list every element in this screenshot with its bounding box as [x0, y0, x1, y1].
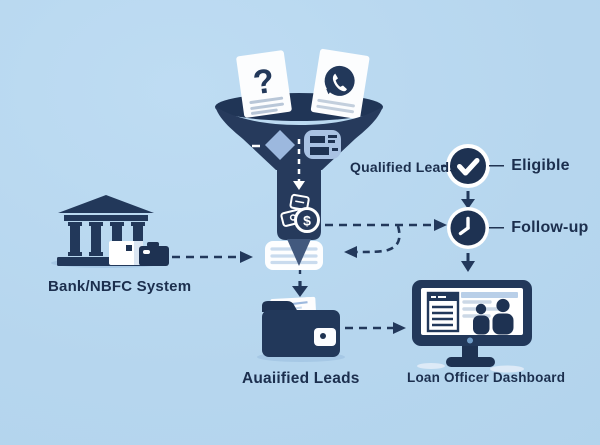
check-icon [446, 144, 490, 188]
dashboard-label: Loan Officer Dashboard [407, 370, 566, 385]
funnel-icon: ? [215, 48, 383, 270]
arrow-check-to-clock [461, 191, 475, 209]
clock-icon [447, 207, 489, 249]
phone-glyph [332, 73, 347, 92]
briefcase-icon [139, 242, 169, 266]
follow-up-label: Follow-up [511, 219, 589, 236]
list-panel-icon [426, 291, 460, 333]
qualified-card-icon [265, 239, 323, 270]
funnel-tip [287, 239, 311, 266]
qualified-leads-label: Qualified Leads [350, 159, 458, 175]
document-whatsapp-icon [310, 48, 370, 120]
eligible-dash: — [489, 156, 505, 174]
arrow-clockline-to-card [344, 225, 401, 258]
lead-card-icon [304, 130, 341, 159]
funnel-flow-dashes [293, 139, 305, 190]
folder-icon [257, 296, 345, 362]
eligible-label: Eligible [511, 157, 570, 174]
arrows [172, 164, 475, 334]
eligible-label-row: — Eligible [489, 157, 570, 175]
arrow-folder-to-monitor [345, 322, 406, 334]
follow-up-label-row: — Follow-up [489, 219, 589, 237]
diamond-icon [265, 130, 295, 160]
server-box-icon [109, 241, 143, 265]
dollar-glyph: $ [303, 213, 311, 229]
arrow-bank-to-card [172, 251, 253, 263]
bank-system-label: Bank/NBFC System [48, 278, 192, 295]
arrow-card-to-folder [292, 270, 308, 297]
document-question-icon: ? [236, 50, 292, 118]
arrow-funnel-to-clock [325, 219, 447, 231]
money-icon: $ [280, 193, 320, 233]
monitor-dashboard-icon [412, 280, 532, 373]
person-icon [473, 298, 514, 335]
camera-dot [467, 337, 473, 344]
folder-label: Auaiified Leads [242, 370, 360, 387]
bank-building-icon [51, 195, 169, 268]
follow-up-dash: — [489, 218, 505, 236]
